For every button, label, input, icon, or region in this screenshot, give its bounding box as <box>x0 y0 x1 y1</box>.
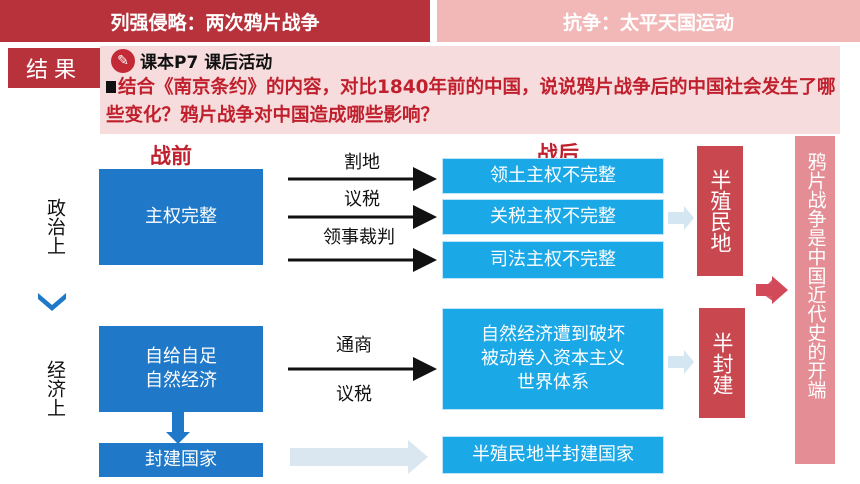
politics-before-box: 主权完整 <box>99 169 263 265</box>
politics-after-tariff: 关税主权不完整 <box>442 199 664 235</box>
nation-before-box: 封建国家 <box>99 443 263 477</box>
result-semi-feudal: 半封建 <box>699 308 745 418</box>
column-before: 战前 <box>150 144 192 168</box>
arrow-label-trade: 通商 <box>336 335 372 356</box>
nation-after-box: 半殖民地半封建国家 <box>442 436 664 474</box>
economy-before-box: 自给自足 自然经济 <box>99 326 263 412</box>
activity-question-text: 结合《南京条约》的内容，对比1840年前的中国，说说鸦片战争后的中国社会发生了哪… <box>106 77 836 126</box>
arrow-to-nation-after <box>290 440 428 474</box>
conclusion-box: 鸦片战争是中国近代史的开端 <box>795 136 835 464</box>
activity-question: 结合《南京条约》的内容，对比1840年前的中国，说说鸦片战争后的中国社会发生了哪… <box>106 74 841 130</box>
result-semi-colony-text: 半殖民地 <box>708 169 732 253</box>
book-icon: ✎ <box>111 49 135 73</box>
arrow-label-tariff-economy: 议税 <box>336 384 372 405</box>
politics-after-territory: 领土主权不完整 <box>442 158 664 194</box>
tab-foreign-aggression[interactable]: 列强侵略：两次鸦片战争 <box>0 0 430 42</box>
politics-after-judicial: 司法主权不完整 <box>442 241 664 279</box>
conclusion-text: 鸦片战争是中国近代史的开端 <box>804 152 827 399</box>
activity-title: 课本P7 课后活动 <box>140 53 273 73</box>
arrow-label-consular: 领事裁判 <box>323 227 395 248</box>
chevron-down-icon <box>38 293 66 311</box>
down-arrow-feudal <box>166 412 190 444</box>
tab-taiping-movement[interactable]: 抗争：太平天国运动 <box>437 0 860 42</box>
arrow-label-tariff: 议税 <box>344 189 380 210</box>
result-semi-feudal-text: 半封建 <box>710 331 734 395</box>
row-label-politics: 政治上 <box>44 197 66 255</box>
bullet-square-icon <box>106 81 116 93</box>
result-semi-colony: 半殖民地 <box>697 146 743 276</box>
result-label: 结果 <box>8 48 100 88</box>
chevron-arrow-politics <box>668 206 694 230</box>
activity-question-box <box>100 46 840 134</box>
economy-after-box: 自然经济遭到破坏 被动卷入资本主义 世界体系 <box>442 308 664 410</box>
arrow-label-cede: 割地 <box>344 152 380 173</box>
row-label-economy: 经济上 <box>44 359 66 417</box>
chevron-arrow-economy <box>668 350 694 374</box>
